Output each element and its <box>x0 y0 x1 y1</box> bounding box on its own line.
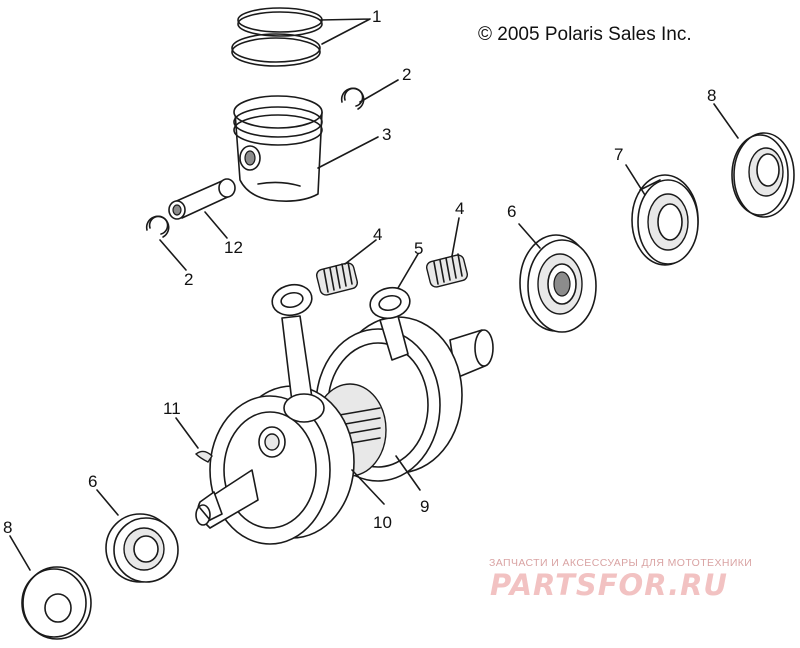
oil-seal-right <box>731 132 795 218</box>
callout-10: 10 <box>373 513 392 532</box>
piston-pin-circlip-top <box>340 87 365 110</box>
piston-rings <box>231 7 323 67</box>
callout-6-left: 6 <box>88 472 97 491</box>
copyright-notice: © 2005 Polaris Sales Inc. <box>478 24 692 45</box>
main-bearing-left <box>105 513 179 583</box>
callout-9: 9 <box>420 497 429 516</box>
crankshaft <box>195 316 494 545</box>
callout-5: 5 <box>414 239 423 258</box>
needle-bearing-right <box>425 253 469 288</box>
main-bearing-right <box>631 174 699 266</box>
callout-3: 3 <box>382 125 391 144</box>
callout-8-right: 8 <box>707 86 716 105</box>
needle-bearing-left <box>315 261 359 296</box>
watermark-logo: PARTSFOR.RU <box>490 568 728 602</box>
callout-2-top: 2 <box>402 65 411 84</box>
callout-4-left: 4 <box>373 225 382 244</box>
woodruff-key <box>194 450 213 463</box>
callout-labels: 1 2 3 12 2 4 4 5 6 7 8 11 6 8 10 9 <box>3 7 716 537</box>
callout-1: 1 <box>372 7 381 26</box>
callout-4-right: 4 <box>455 199 464 218</box>
callout-11: 11 <box>163 399 181 418</box>
main-bearing-center <box>519 234 597 333</box>
connecting-rod-right <box>369 286 411 361</box>
callout-12: 12 <box>224 238 243 257</box>
oil-seal-left <box>21 566 92 640</box>
callout-7: 7 <box>614 145 623 164</box>
piston-pin <box>168 178 236 220</box>
connecting-rod-left <box>271 283 325 423</box>
piston-pin-circlip-bottom <box>145 215 170 238</box>
piston <box>233 95 323 202</box>
watermark-tagline: ЗАПЧАСТИ И АКСЕССУАРЫ ДЛЯ МОТОТЕХНИКИ <box>489 557 753 569</box>
callout-2-bottom: 2 <box>184 270 193 289</box>
callout-6-right: 6 <box>507 202 516 221</box>
callout-8-left: 8 <box>3 518 12 537</box>
leader-lines <box>9 18 739 571</box>
